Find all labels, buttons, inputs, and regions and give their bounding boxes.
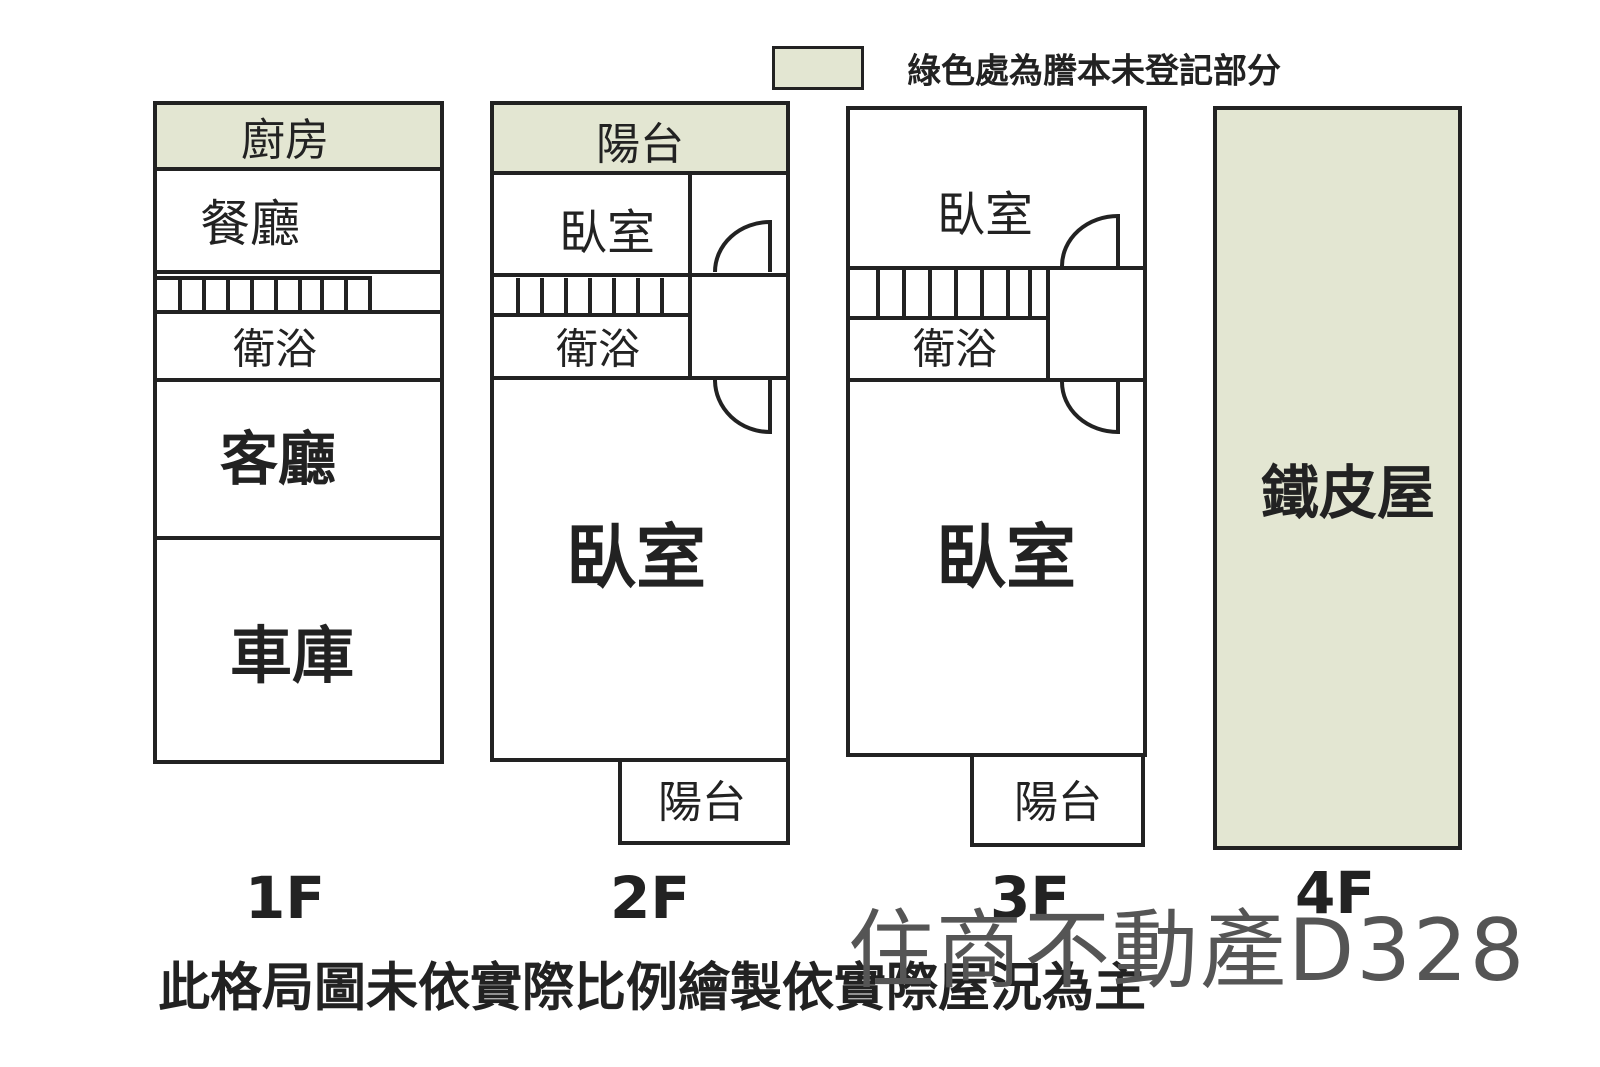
floor-label-1f: 1F bbox=[245, 864, 325, 932]
label-tin-house: 鐵皮屋 bbox=[1260, 459, 1436, 527]
room-2f-balcony-top bbox=[490, 101, 790, 175]
label-living: 客廳 bbox=[219, 425, 337, 493]
legend-swatch bbox=[772, 46, 864, 90]
stairs-2f bbox=[516, 278, 664, 315]
label-garage: 車庫 bbox=[229, 619, 355, 692]
stairs-1f bbox=[155, 276, 372, 312]
legend-label: 綠色處為謄本未登記部分 bbox=[907, 51, 1281, 92]
room-tin-house bbox=[1213, 106, 1462, 850]
label-kitchen: 廚房 bbox=[241, 115, 329, 166]
watermark: 住商不動產D328 bbox=[848, 901, 1527, 1001]
label-2f-balcony-bottom: 陽台 bbox=[658, 777, 746, 828]
label-2f-bedroom-big: 臥室 bbox=[566, 516, 706, 599]
label-2f-balcony-top: 陽台 bbox=[596, 119, 684, 170]
label-3f-bedroom-big: 臥室 bbox=[936, 516, 1076, 599]
label-1f-bath: 衛浴 bbox=[232, 324, 318, 374]
scale-disclaimer: 此格局圖未依實際比例繪製依實際屋況為主 bbox=[157, 958, 1147, 1019]
floor-label-4f: 4F bbox=[1295, 859, 1375, 927]
room-3f-balcony-bottom bbox=[970, 753, 1145, 847]
stairs-3f bbox=[876, 270, 1032, 318]
door-2f-upper bbox=[713, 219, 772, 273]
door-3f-upper bbox=[1060, 213, 1120, 267]
label-2f-bedroom-small: 臥室 bbox=[558, 205, 656, 261]
door-3f-lower bbox=[1060, 381, 1120, 435]
label-3f-balcony-bottom: 陽台 bbox=[1014, 777, 1102, 828]
door-2f-lower bbox=[713, 379, 772, 435]
label-dining: 餐廳 bbox=[200, 195, 300, 253]
label-2f-bath: 衛浴 bbox=[555, 324, 641, 374]
floor-label-3f: 3F bbox=[990, 864, 1070, 932]
label-3f-bath: 衛浴 bbox=[912, 324, 998, 374]
room-2f-balcony-bottom bbox=[618, 758, 790, 845]
floor-label-2f: 2F bbox=[610, 864, 690, 932]
label-3f-bedroom-small: 臥室 bbox=[936, 187, 1034, 243]
room-kitchen bbox=[153, 101, 444, 171]
